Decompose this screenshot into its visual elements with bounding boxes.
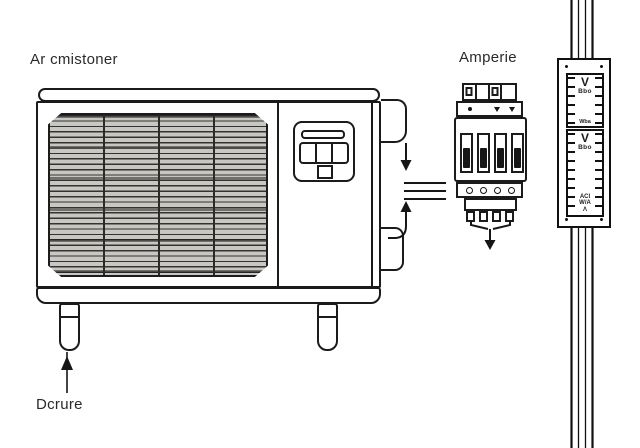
ac-conduit-tab-bottom: [381, 227, 404, 271]
conduit-bottom: [570, 228, 594, 448]
meter-screw: [600, 65, 603, 68]
arrow-down-icon: [400, 160, 412, 171]
foot-cap-line: [61, 316, 78, 318]
switch-handle[interactable]: [463, 148, 470, 168]
switch-handle[interactable]: [514, 148, 521, 168]
conduit-top-inner: [577, 0, 587, 58]
meter-screw: [600, 218, 603, 221]
breaker-switch[interactable]: [511, 133, 524, 173]
breaker-switch[interactable]: [477, 133, 490, 173]
ac-top-cap: [38, 88, 380, 102]
terminal-cell: [477, 85, 490, 99]
ac-base: [36, 287, 381, 304]
meter-readout-line: Λ: [582, 206, 587, 213]
breaker-output-wire: [492, 221, 511, 230]
control-vent-square: [317, 165, 333, 179]
terminal-pin: [491, 87, 499, 96]
indicator-triangle: [494, 107, 500, 112]
air-conditioner-label: Ar cmistoner: [30, 51, 118, 68]
breaker-bottom-terminals: [464, 198, 517, 211]
foot-cap-line: [319, 316, 336, 318]
meter-unit-label: V: [580, 75, 589, 89]
switch-handle[interactable]: [480, 148, 487, 168]
conduit-top: [570, 0, 594, 58]
terminal-cell: [464, 85, 477, 99]
meter-caption: Bbo: [578, 88, 592, 95]
meter-screw: [565, 65, 568, 68]
arrow-up-icon: [400, 201, 412, 212]
scale-ticks: [595, 133, 602, 213]
meter-footer-text: Wba: [579, 119, 591, 125]
amperie-label: Amperie: [459, 49, 517, 66]
power-line-label: Dcrure: [36, 396, 83, 413]
meter-caption: Bbo: [578, 144, 592, 151]
ac-foot-left: [59, 303, 80, 351]
breaker-bottom-pin: [505, 211, 514, 222]
meter-upper-panel: V Bbo Wba: [566, 73, 604, 128]
terminal-screw: [466, 187, 473, 194]
terminal-cell: [502, 85, 515, 99]
breaker-lower-band: [456, 182, 523, 198]
conduit-bottom-inner: [577, 228, 587, 448]
breaker-bottom-pin: [492, 211, 501, 222]
breaker-switch[interactable]: [460, 133, 473, 173]
indicator-triangle: [509, 107, 515, 112]
meter-unit-label: V: [580, 131, 589, 145]
meter-readout: ACl W/A Λ: [579, 194, 591, 214]
ac-right-inner-edge: [371, 101, 373, 288]
arrow-down-icon: [484, 240, 496, 250]
breaker-bottom-pin: [466, 211, 475, 222]
breaker-top-terminals: [462, 83, 517, 101]
terminal-screw: [480, 187, 487, 194]
control-buttons: [299, 142, 349, 164]
control-display-bar: [301, 130, 345, 139]
scale-ticks: [568, 133, 575, 213]
control-button-cell: [301, 144, 317, 162]
arrow-up-icon: [61, 356, 73, 370]
ac-conduit-tab-top: [381, 99, 407, 143]
voltage-meter: V Bbo Wba V Bbo ACl W/A Λ: [557, 58, 611, 228]
indicator-dot: [468, 107, 472, 111]
terminal-screw: [494, 187, 501, 194]
meter-screw: [565, 218, 568, 221]
scale-ticks: [595, 77, 602, 124]
ac-grille: [48, 113, 268, 277]
meter-readout-line: ACl: [579, 193, 591, 200]
breaker-output-wire: [470, 221, 489, 230]
scale-ticks: [568, 77, 575, 124]
control-button-cell: [333, 144, 347, 162]
control-button-cell: [317, 144, 333, 162]
terminal-pin: [465, 87, 473, 96]
breaker-upper-band: [456, 101, 523, 117]
meter-lower-panel: V Bbo ACl W/A Λ: [566, 129, 604, 217]
breaker-switch[interactable]: [494, 133, 507, 173]
breaker-bottom-pin: [479, 211, 488, 222]
meter-readout-line: W/A: [579, 200, 591, 206]
terminal-screw: [508, 187, 515, 194]
switch-handle[interactable]: [497, 148, 504, 168]
ac-foot-right: [317, 303, 338, 351]
terminal-cell: [490, 85, 503, 99]
ac-section-divider: [277, 101, 279, 288]
